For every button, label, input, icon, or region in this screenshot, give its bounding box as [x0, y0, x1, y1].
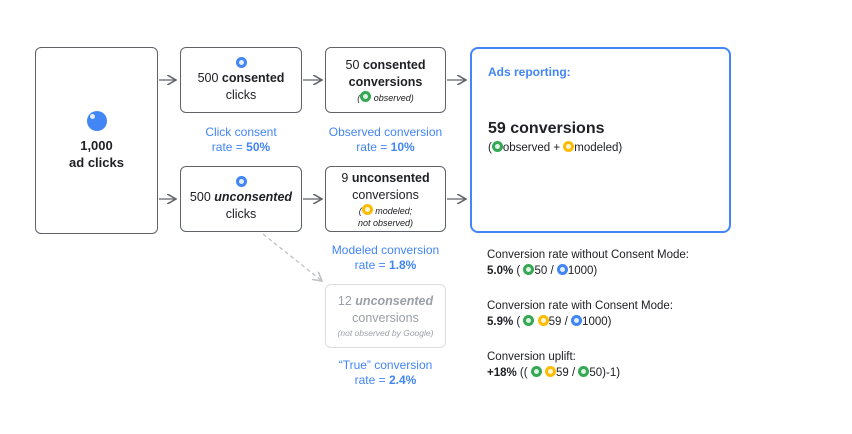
modeled-conversion-icon	[361, 203, 373, 215]
true-conversions-word: unconsented	[355, 294, 434, 308]
observed-conversion-icon	[523, 315, 535, 326]
true-conversions-box: 12 unconsented conversions (not observed…	[325, 284, 446, 348]
metric-with-a: 59 /	[548, 316, 568, 328]
modeled-rate-caption: Modeled conversion rate = 1.8%	[318, 243, 453, 273]
true-rate-value: 2.4%	[389, 373, 417, 387]
consented-clicks-unit: clicks	[225, 87, 257, 102]
ads-reporting-headline: 59 conversions	[488, 120, 605, 137]
consented-clicks-box: 500 consented clicks	[180, 47, 302, 113]
click-consent-prefix: rate =	[211, 140, 247, 154]
metric-without-value: 5.0%	[487, 265, 514, 277]
metric-uplift-value: +18%	[487, 367, 517, 379]
ad-clicks-count: 1,000	[80, 137, 113, 153]
metric-without-label: Conversion rate without Consent Mode:	[487, 249, 689, 261]
observed-conversion-icon	[530, 366, 542, 377]
ad-clicks-label: ad clicks	[69, 154, 124, 170]
unconsented-conversions-tag2: not observed)	[357, 217, 414, 228]
unconsented-clicks-number: 500	[189, 189, 211, 204]
click-consent-value: 50%	[246, 140, 271, 154]
metric-without-b: 1000)	[567, 265, 598, 277]
metric-with-label: Conversion rate with Consent Mode:	[487, 300, 674, 312]
observed-conversion-icon	[578, 366, 590, 377]
ad-clicks-box: 1,000 ad clicks	[35, 47, 158, 234]
metric-uplift-a: 59 /	[556, 367, 576, 379]
observed-rate-value: 10%	[390, 140, 415, 154]
consented-conversions-tag: observed)	[373, 92, 414, 103]
unconsented-conversions-tag: modeled;	[375, 205, 413, 216]
dashed-arrow-to-true-conversions	[262, 233, 322, 281]
observed-rate-prefix: rate =	[356, 140, 391, 154]
ads-reporting-modeled: modeled)	[574, 142, 623, 154]
unconsented-clicks-word: unconsented	[214, 189, 293, 204]
unconsented-conversions-box: 9 unconsented conversions ( modeled; not…	[325, 166, 446, 232]
modeled-rate-value: 1.8%	[389, 258, 417, 272]
true-rate-caption: “True” conversion rate = 2.4%	[318, 358, 453, 388]
metric-uplift-label: Conversion uplift:	[487, 351, 576, 363]
true-conversions-note: (not observed by Google)	[337, 328, 434, 338]
metric-with-consent-mode: Conversion rate with Consent Mode: 5.9% …	[487, 300, 674, 328]
modeled-rate-line1: Modeled conversion	[331, 243, 440, 257]
consented-conversions-unit: conversions	[348, 74, 423, 89]
ads-reporting-box: Ads reporting: 59 conversions (observed …	[470, 47, 731, 233]
observed-conversion-icon	[491, 141, 503, 152]
unconsented-conversions-word: unconsented	[351, 170, 430, 185]
consented-clicks-number: 500	[197, 70, 219, 85]
true-conversions-number: 12	[337, 294, 352, 308]
consented-clicks-word: consented	[221, 70, 285, 85]
click-consent-line1: Click consent	[205, 125, 277, 139]
ads-reporting-observed: observed +	[502, 142, 561, 154]
cursor-click-icon	[571, 315, 583, 326]
cursor-click-icon	[235, 175, 247, 187]
cursor-click-icon	[86, 110, 107, 131]
modeled-conversion-icon	[537, 315, 549, 326]
modeled-conversion-icon	[563, 141, 575, 152]
metric-with-b: 1000)	[582, 316, 612, 328]
unconsented-conversions-unit: conversions	[352, 187, 419, 202]
consented-conversions-word: consented	[362, 57, 426, 72]
consented-conversions-box: 50 consented conversions ( observed)	[325, 47, 446, 113]
true-conversions-unit: conversions	[352, 311, 419, 325]
unconsented-clicks-box: 500 unconsented clicks	[180, 166, 302, 232]
cursor-click-icon	[235, 56, 247, 68]
cursor-click-icon	[556, 264, 568, 275]
unconsented-conversions-number: 9	[341, 170, 349, 185]
observed-rate-line1: Observed conversion	[328, 125, 443, 139]
click-consent-caption: Click consent rate = 50%	[180, 125, 302, 155]
metric-without-a: 50 /	[534, 265, 554, 277]
observed-conversion-icon	[360, 90, 372, 102]
metric-with-value: 5.9%	[487, 316, 514, 328]
observed-conversion-icon	[523, 264, 535, 275]
modeled-rate-prefix: rate =	[354, 258, 389, 272]
metric-without-consent-mode: Conversion rate without Consent Mode: 5.…	[487, 249, 689, 277]
true-rate-prefix: rate =	[354, 373, 389, 387]
metric-conversion-uplift: Conversion uplift: +18% (( 59 / 50)-1)	[487, 351, 621, 379]
true-rate-line1: “True” conversion	[338, 358, 433, 372]
observed-rate-caption: Observed conversion rate = 10%	[318, 125, 453, 155]
metric-uplift-b: 50)-1)	[589, 367, 621, 379]
ads-reporting-title: Ads reporting:	[488, 65, 571, 79]
unconsented-clicks-unit: clicks	[225, 206, 257, 221]
consented-conversions-number: 50	[345, 57, 360, 72]
modeled-conversion-icon	[545, 366, 556, 377]
